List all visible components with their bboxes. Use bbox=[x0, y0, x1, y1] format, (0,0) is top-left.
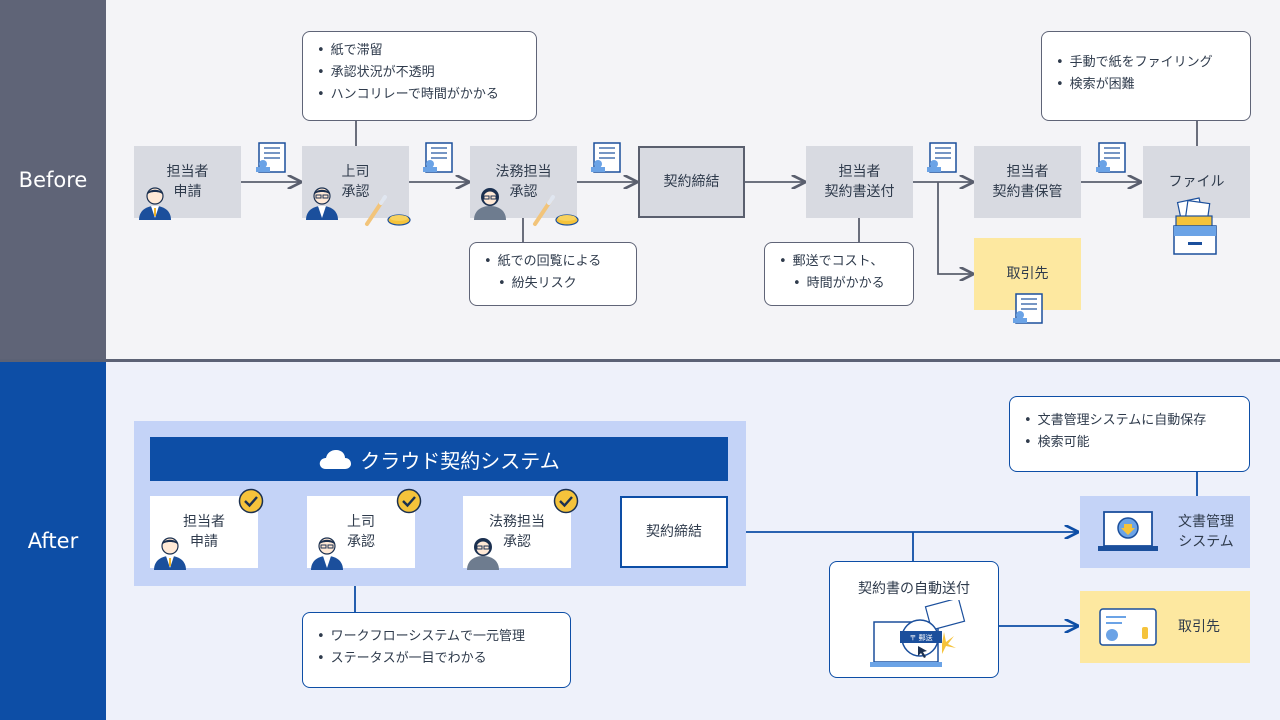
note-item-cont: 時間がかかる bbox=[806, 276, 885, 291]
after-legal-label: 法務担当 承認 bbox=[489, 514, 545, 550]
note-item: 郵送でコスト、 bbox=[779, 251, 899, 273]
before-store-label: 担当者 契約書保管 bbox=[992, 164, 1063, 200]
person-icon bbox=[139, 187, 171, 220]
note-item-cont: 紛失リスク bbox=[511, 276, 577, 291]
before-boss-label: 上司 承認 bbox=[341, 164, 370, 200]
after-note-top-right: 文書管理システムに自動保存 検索可能 bbox=[1009, 396, 1250, 472]
cloud-system-title: クラウド契約システム bbox=[150, 437, 728, 481]
before-file-label: ファイル bbox=[1168, 174, 1225, 190]
note-item: 紙での回覧による bbox=[484, 251, 622, 273]
after-note-bottom: ワークフローシステムで一元管理 ステータスが一目でわかる bbox=[302, 612, 571, 688]
before-note-send: 郵送でコスト、 時間がかかる bbox=[764, 242, 914, 306]
document-icon bbox=[1013, 293, 1043, 324]
before-note-top-right: 手動で紙をファイリング 検索が困難 bbox=[1041, 31, 1251, 121]
after-contract-box: 契約締結 bbox=[620, 496, 728, 568]
note-item: 時間がかかる bbox=[779, 273, 899, 295]
after-contract-label: 契約締結 bbox=[646, 524, 702, 540]
note-item: 紛失リスク bbox=[484, 273, 622, 295]
cloud-system-title-text: クラウド契約システム bbox=[360, 448, 560, 473]
person-icon bbox=[311, 537, 343, 570]
before-applicant-label: 担当者 申請 bbox=[166, 164, 209, 200]
person-icon bbox=[306, 187, 338, 220]
before-send-label: 担当者 契約書送付 bbox=[824, 164, 895, 200]
note-item: 検索可能 bbox=[1024, 432, 1235, 454]
note-item: ハンコリレーで時間がかかる bbox=[317, 84, 522, 106]
after-label: After bbox=[0, 362, 106, 720]
auto-send-label: 契約書の自動送付 bbox=[858, 581, 970, 597]
note-item: ステータスが一目でわかる bbox=[317, 648, 556, 670]
before-contract-label: 契約締結 bbox=[663, 174, 720, 190]
check-icon bbox=[396, 488, 422, 514]
person-icon bbox=[154, 537, 186, 570]
note-item: 紙で滞留 bbox=[317, 40, 522, 62]
check-icon bbox=[553, 488, 579, 514]
pen-icon bbox=[365, 195, 411, 226]
after-partner-box: 取引先 bbox=[1080, 591, 1250, 663]
section-divider bbox=[0, 359, 1280, 362]
before-note-top-left: 紙で滞留 承認状況が不透明 ハンコリレーで時間がかかる bbox=[302, 31, 537, 121]
note-item: 承認状況が不透明 bbox=[317, 62, 522, 84]
before-send-box: 担当者 契約書送付 bbox=[806, 146, 913, 218]
note-item: 文書管理システムに自動保存 bbox=[1024, 410, 1235, 432]
note-item: 検索が困難 bbox=[1056, 74, 1236, 96]
after-applicant-label: 担当者 申請 bbox=[183, 514, 225, 550]
before-store-box: 担当者 契約書保管 bbox=[974, 146, 1081, 218]
check-icon bbox=[238, 488, 264, 514]
laptop-icon bbox=[1098, 511, 1158, 551]
stamp-label: 〒 郵送 bbox=[909, 633, 932, 642]
document-icon bbox=[591, 142, 621, 173]
before-label: Before bbox=[0, 0, 106, 359]
person-icon bbox=[474, 188, 506, 220]
document-icon bbox=[1096, 142, 1126, 173]
auto-send-box: 契約書の自動送付 〒 郵送 bbox=[829, 561, 999, 678]
before-legal-label: 法務担当 承認 bbox=[495, 164, 552, 200]
note-item: ワークフローシステムで一元管理 bbox=[317, 626, 556, 648]
cloud-icon bbox=[320, 450, 352, 469]
document-icon bbox=[423, 142, 453, 173]
before-legal-box: 法務担当 承認 bbox=[470, 146, 577, 218]
doc-system-label: 文書管理 システム bbox=[1178, 514, 1234, 550]
note-item: 手動で紙をファイリング bbox=[1056, 52, 1236, 74]
document-icon bbox=[927, 142, 957, 173]
before-partner-label: 取引先 bbox=[1006, 266, 1049, 282]
after-boss-label: 上司 承認 bbox=[347, 514, 375, 550]
laptop-icon: 〒 郵送 bbox=[870, 600, 966, 667]
document-icon bbox=[256, 142, 286, 173]
after-legal-box: 法務担当 承認 bbox=[463, 496, 571, 568]
after-partner-label: 取引先 bbox=[1178, 619, 1220, 635]
envelope-icon bbox=[1099, 608, 1157, 646]
stamp-icon bbox=[533, 195, 579, 226]
doc-system-box: 文書管理 システム bbox=[1080, 496, 1250, 568]
before-contract-box: 契約締結 bbox=[638, 146, 745, 218]
before-note-legal: 紙での回覧による 紛失リスク bbox=[469, 242, 637, 306]
file-cabinet-icon bbox=[1173, 197, 1217, 255]
person-icon bbox=[467, 538, 499, 570]
